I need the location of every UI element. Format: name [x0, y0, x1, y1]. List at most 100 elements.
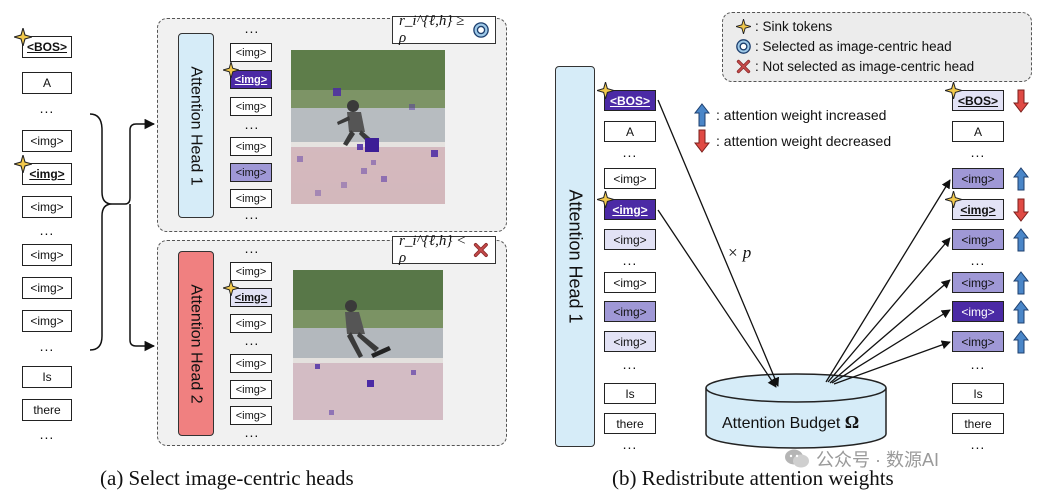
token-is: Is — [22, 366, 72, 388]
legend-increase: : attention weight increased — [694, 103, 886, 127]
wechat-icon — [785, 449, 809, 468]
ellipsis: ... — [244, 332, 260, 348]
condition-text: r_i^{ℓ,h} < ρ — [399, 233, 467, 266]
selected-target-icon — [736, 39, 751, 54]
token-a: A — [952, 121, 1004, 142]
sink-star-icon — [14, 155, 32, 173]
ellipsis: ... — [39, 100, 55, 116]
down-arrow-icon — [694, 129, 710, 153]
token-img: <img> — [230, 380, 272, 399]
sink-star-icon — [14, 28, 32, 46]
token-img: <img> — [604, 272, 656, 293]
ellipsis: ... — [244, 20, 260, 36]
down-arrow-icon — [1013, 89, 1029, 113]
token-a: A — [604, 121, 656, 142]
up-arrow-icon — [1013, 330, 1029, 354]
sink-star-icon — [597, 82, 614, 99]
token-img-pale: <img> — [604, 229, 656, 250]
token-img-pale: <img> — [604, 331, 656, 352]
token-there: there — [952, 413, 1004, 434]
token-img: <img> — [230, 406, 272, 425]
token-img-sink-dark: <img> — [604, 199, 656, 220]
ellipsis: ... — [970, 144, 986, 160]
sink-star-icon — [736, 19, 751, 34]
ellipsis: ... — [39, 426, 55, 442]
token-img: <img> — [604, 168, 656, 189]
sink-star-icon — [597, 191, 614, 208]
down-arrow-icon — [1013, 198, 1029, 222]
ellipsis: ... — [39, 338, 55, 354]
token-img-mid: <img> — [952, 229, 1004, 250]
token-img: <img> — [22, 310, 72, 332]
condition-text: r_i^{ℓ,h} ≥ ρ — [399, 13, 465, 46]
ellipsis: ... — [970, 356, 986, 372]
token-img: <img> — [22, 196, 72, 218]
skateboard-image-head2 — [293, 270, 443, 420]
token-img: <img> — [22, 130, 72, 152]
ellipsis: ... — [244, 424, 260, 440]
up-arrow-icon — [694, 103, 710, 127]
token-img: <img> — [230, 314, 272, 333]
legend-sink: : Sink tokens — [736, 19, 832, 34]
ellipsis: ... — [622, 356, 638, 372]
token-bos-pale: <BOS> — [952, 90, 1004, 111]
sink-star-icon — [223, 280, 239, 296]
token-is: Is — [952, 383, 1004, 404]
token-is: Is — [604, 383, 656, 404]
skateboard-image-head1 — [291, 50, 445, 204]
watermark: 公众号 · 数源AI — [784, 446, 939, 472]
budget-label: Attention Budget Ω — [722, 412, 860, 432]
legend-not-selected: : Not selected as image-centric head — [736, 59, 974, 74]
ellipsis: ... — [970, 252, 986, 268]
token-img-mid: <img> — [952, 168, 1004, 189]
ellipsis: ... — [622, 436, 638, 452]
sink-star-icon — [223, 62, 239, 78]
up-arrow-icon — [1013, 167, 1029, 191]
legend-box — [722, 12, 1032, 82]
up-arrow-icon — [1013, 271, 1029, 295]
sink-star-icon — [945, 191, 962, 208]
selected-target-icon — [473, 22, 489, 38]
ellipsis: ... — [244, 240, 260, 256]
attention-head-1: Attention Head 1 — [178, 33, 214, 218]
ellipsis: ... — [39, 222, 55, 238]
caption-b: (b) Redistribute attention weights — [612, 466, 894, 490]
token-bos: <BOS> — [22, 36, 72, 58]
up-arrow-icon — [1013, 228, 1029, 252]
token-img-sink-pale: <img> — [230, 288, 272, 307]
ellipsis: ... — [970, 436, 986, 452]
attention-head-1-b: Attention Head 1 — [555, 66, 595, 447]
token-img: <img> — [230, 43, 272, 62]
legend-decrease: : attention weight decreased — [694, 129, 891, 153]
token-img-mid: <img> — [952, 272, 1004, 293]
token-img-sink-dark: <img> — [230, 70, 272, 89]
token-img-sink: <img> — [22, 163, 72, 185]
ellipsis: ... — [244, 206, 260, 222]
token-img-mid: <img> — [952, 331, 1004, 352]
budget-flow-diagram — [657, 99, 951, 449]
token-img-mid: <img> — [604, 301, 656, 322]
sink-star-icon — [945, 82, 962, 99]
caption-a: (a) Select image-centric heads — [100, 466, 354, 490]
up-arrow-icon — [1013, 300, 1029, 324]
token-img-mid: <img> — [230, 163, 272, 182]
token-img-dark: <img> — [952, 301, 1004, 322]
token-img: <img> — [230, 137, 272, 156]
token-bos-dark: <BOS> — [604, 90, 656, 111]
ellipsis: ... — [622, 252, 638, 268]
multiplier-label: × p — [727, 243, 752, 262]
token-img: <img> — [230, 189, 272, 208]
token-img-sink-pale: <img> — [952, 199, 1004, 220]
token-img: <img> — [230, 97, 272, 116]
ellipsis: ... — [622, 144, 638, 160]
token-img: <img> — [22, 244, 72, 266]
token-a: A — [22, 72, 72, 94]
token-img: <img> — [22, 277, 72, 299]
attention-head-2: Attention Head 2 — [178, 251, 214, 436]
token-there: there — [604, 413, 656, 434]
condition-selected: r_i^{ℓ,h} ≥ ρ — [392, 13, 496, 46]
legend-selected: : Selected as image-centric head — [736, 39, 952, 54]
condition-not-selected: r_i^{ℓ,h} < ρ — [392, 233, 496, 266]
cross-icon — [474, 243, 489, 257]
brace-connector — [89, 113, 156, 352]
